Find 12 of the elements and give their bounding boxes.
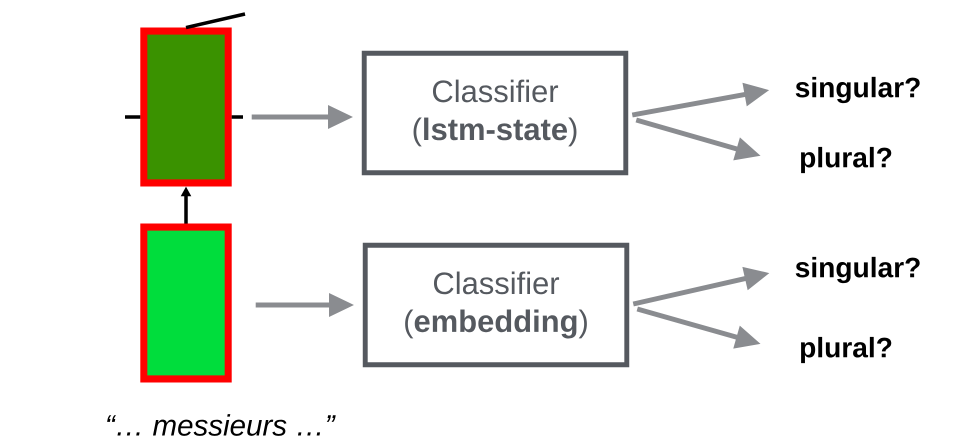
- lstm-cell: [140, 28, 232, 186]
- output-label: plural?: [801, 146, 892, 174]
- output-label: plural?: [801, 336, 892, 364]
- caption-text: “… messieurs …”: [107, 414, 336, 436]
- classifier-box: Classifier (embedding): [362, 242, 630, 368]
- connection-line: [125, 115, 140, 119]
- output-label: singular?: [796, 256, 920, 284]
- connection-line: [186, 12, 246, 30]
- lstm-cell: [140, 224, 232, 382]
- output-label: singular?: [796, 76, 920, 104]
- classifier-box: Classifier (lstm-state): [362, 50, 628, 176]
- connection-line: [232, 115, 243, 119]
